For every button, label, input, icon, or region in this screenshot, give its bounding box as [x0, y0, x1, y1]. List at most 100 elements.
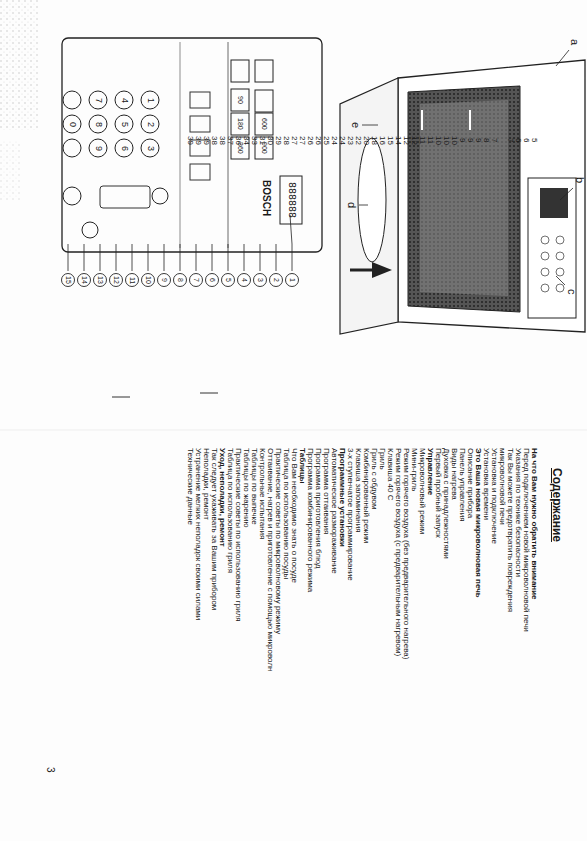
contents-entry: 3-х ступенчатое программирование — [346, 448, 354, 581]
page-number: 18 — [370, 136, 378, 145]
callout-number: 4 — [240, 278, 248, 282]
page-number: 15 — [386, 136, 394, 145]
key-digit: 8 — [93, 122, 103, 127]
figure-letter: d — [346, 202, 358, 208]
page-number: 26 — [314, 136, 322, 145]
page-number: 34 — [242, 136, 250, 145]
power-key-label: 600 — [260, 118, 268, 130]
page-number: 14 — [394, 136, 402, 145]
page-number: 5 — [530, 138, 538, 142]
page-number: 12 — [410, 136, 418, 145]
callout-number: 11 — [128, 277, 136, 284]
key-digit: 1 — [145, 98, 155, 103]
key-digit: 0 — [67, 122, 77, 127]
power-key-label: 180 — [236, 118, 244, 130]
contents-entry: Таблица по использованию посуды — [282, 448, 290, 579]
page-number: 10 — [450, 136, 458, 145]
contents-entry: Микроволновый режим — [418, 448, 426, 534]
contents-entry: Это Ваша новая микроволновая печь — [474, 448, 482, 598]
page-number: 24 — [338, 136, 346, 145]
contents-entry: Программа комбинированного режима — [306, 448, 314, 592]
power-key-label: 90 — [236, 96, 244, 104]
page-number: 9 — [458, 138, 466, 142]
page-number: 7 — [506, 138, 514, 142]
contents-title: Содержание — [549, 468, 562, 542]
callout-number: 13 — [96, 276, 104, 284]
key-digit: 9 — [93, 146, 103, 151]
contents-entry: Управление — [426, 448, 434, 495]
contents-entry: Первый пробный запуск — [434, 448, 442, 538]
key-digit: 7 — [93, 98, 103, 103]
callout-number: 2 — [272, 278, 280, 282]
contents-entry: Что Вам необходимо знать о посуде — [290, 448, 298, 583]
contents-entry: Практические советы по использованию гри… — [234, 448, 242, 622]
contents-entry: Мини-гриль — [410, 448, 418, 491]
page-number: 29 — [274, 136, 282, 145]
brand-name: BOSCH — [261, 180, 272, 216]
page-number: 16 — [378, 136, 386, 145]
callout-number: 15 — [64, 276, 72, 284]
contents-entry: Комбинированный режим — [362, 448, 370, 543]
page-number: 26 — [306, 136, 314, 145]
callout-number: 3 — [256, 278, 264, 282]
contents-entry: Гриль — [378, 448, 386, 470]
contents-entry: Клавиша 40 С — [386, 448, 394, 500]
page-number: 22 — [354, 136, 362, 145]
page-number: 25 — [322, 136, 330, 145]
callout-number: 9 — [160, 278, 168, 282]
page-number: 9 — [474, 138, 482, 142]
page-number: 11 — [426, 136, 434, 144]
page-number: 24 — [330, 136, 338, 145]
callout-number: 1 — [288, 278, 296, 282]
contents-entry: Программные установки — [338, 448, 346, 547]
page-number: 6 — [514, 138, 522, 142]
figure-letter: c — [566, 289, 578, 295]
key-digit: 5 — [119, 122, 129, 127]
callout-number: 10 — [144, 276, 152, 284]
contents-entry: Практические советы по микроволновому ре… — [274, 448, 282, 634]
callout-number: 7 — [192, 278, 200, 282]
contents-entry: Панель управления — [458, 448, 466, 522]
contents-entry: На что Вам нужно обратить внимание — [530, 448, 538, 600]
callout-number: 14 — [80, 276, 88, 284]
figure-letter: b — [574, 177, 586, 183]
contents-entry: Программа оттаивания — [322, 448, 330, 534]
page-number: 10 — [434, 136, 442, 145]
page-number: 30 — [266, 136, 274, 145]
callout-number: 8 — [176, 278, 184, 282]
page-number: 27 — [290, 136, 298, 145]
page-number: 6 — [522, 138, 530, 142]
contents-entry: Установка и подключение — [490, 448, 498, 544]
contents-entry: Программа приготовления блюд — [314, 448, 322, 568]
contents-entry: Описание прибора — [466, 448, 474, 518]
page-number: 39 — [186, 136, 194, 145]
contents-entry: Автоматическое размораживание — [330, 448, 338, 574]
contents-entry: Виды нагрева — [450, 448, 458, 500]
page-number: 11 — [418, 136, 426, 144]
page-number: 23 — [346, 136, 354, 145]
figure-letter: e — [350, 122, 362, 128]
page-folio: 3 — [45, 767, 56, 773]
contents-entry: Режим горячего воздуха (без предваритель… — [402, 448, 410, 659]
key-digit: 3 — [145, 146, 155, 151]
contents-entry: Таблицы по выпечке — [250, 448, 258, 525]
contents-entry: Контрольные испытания — [258, 448, 266, 539]
page-number: 36 — [234, 136, 242, 145]
contents-entry: Уход, неполадки, ремонт — [218, 448, 226, 547]
callout-number: 6 — [208, 278, 216, 282]
page-number: 7 — [490, 138, 498, 142]
contents-entry: Таблицы по жарению — [242, 448, 250, 527]
page-number: 9 — [466, 138, 474, 142]
contents-entry: Гриль с обдувом — [370, 448, 378, 510]
page-number: 27 — [298, 136, 306, 145]
contents-entry: Так Вы можете предотвратить повреждения … — [498, 448, 514, 658]
contents-entry: Устранение мелких неполадок своими силам… — [194, 448, 202, 620]
page-number: 39 — [194, 136, 202, 145]
key-digit: 6 — [119, 146, 129, 151]
page-number: 39 — [202, 136, 210, 145]
figure-letter: a — [569, 39, 581, 45]
contents-entry: Так следует ухаживать за Вашим прибором — [210, 448, 218, 610]
contents-entry: Указания по технике безопасности — [514, 448, 522, 577]
page-number: 10 — [442, 136, 450, 145]
